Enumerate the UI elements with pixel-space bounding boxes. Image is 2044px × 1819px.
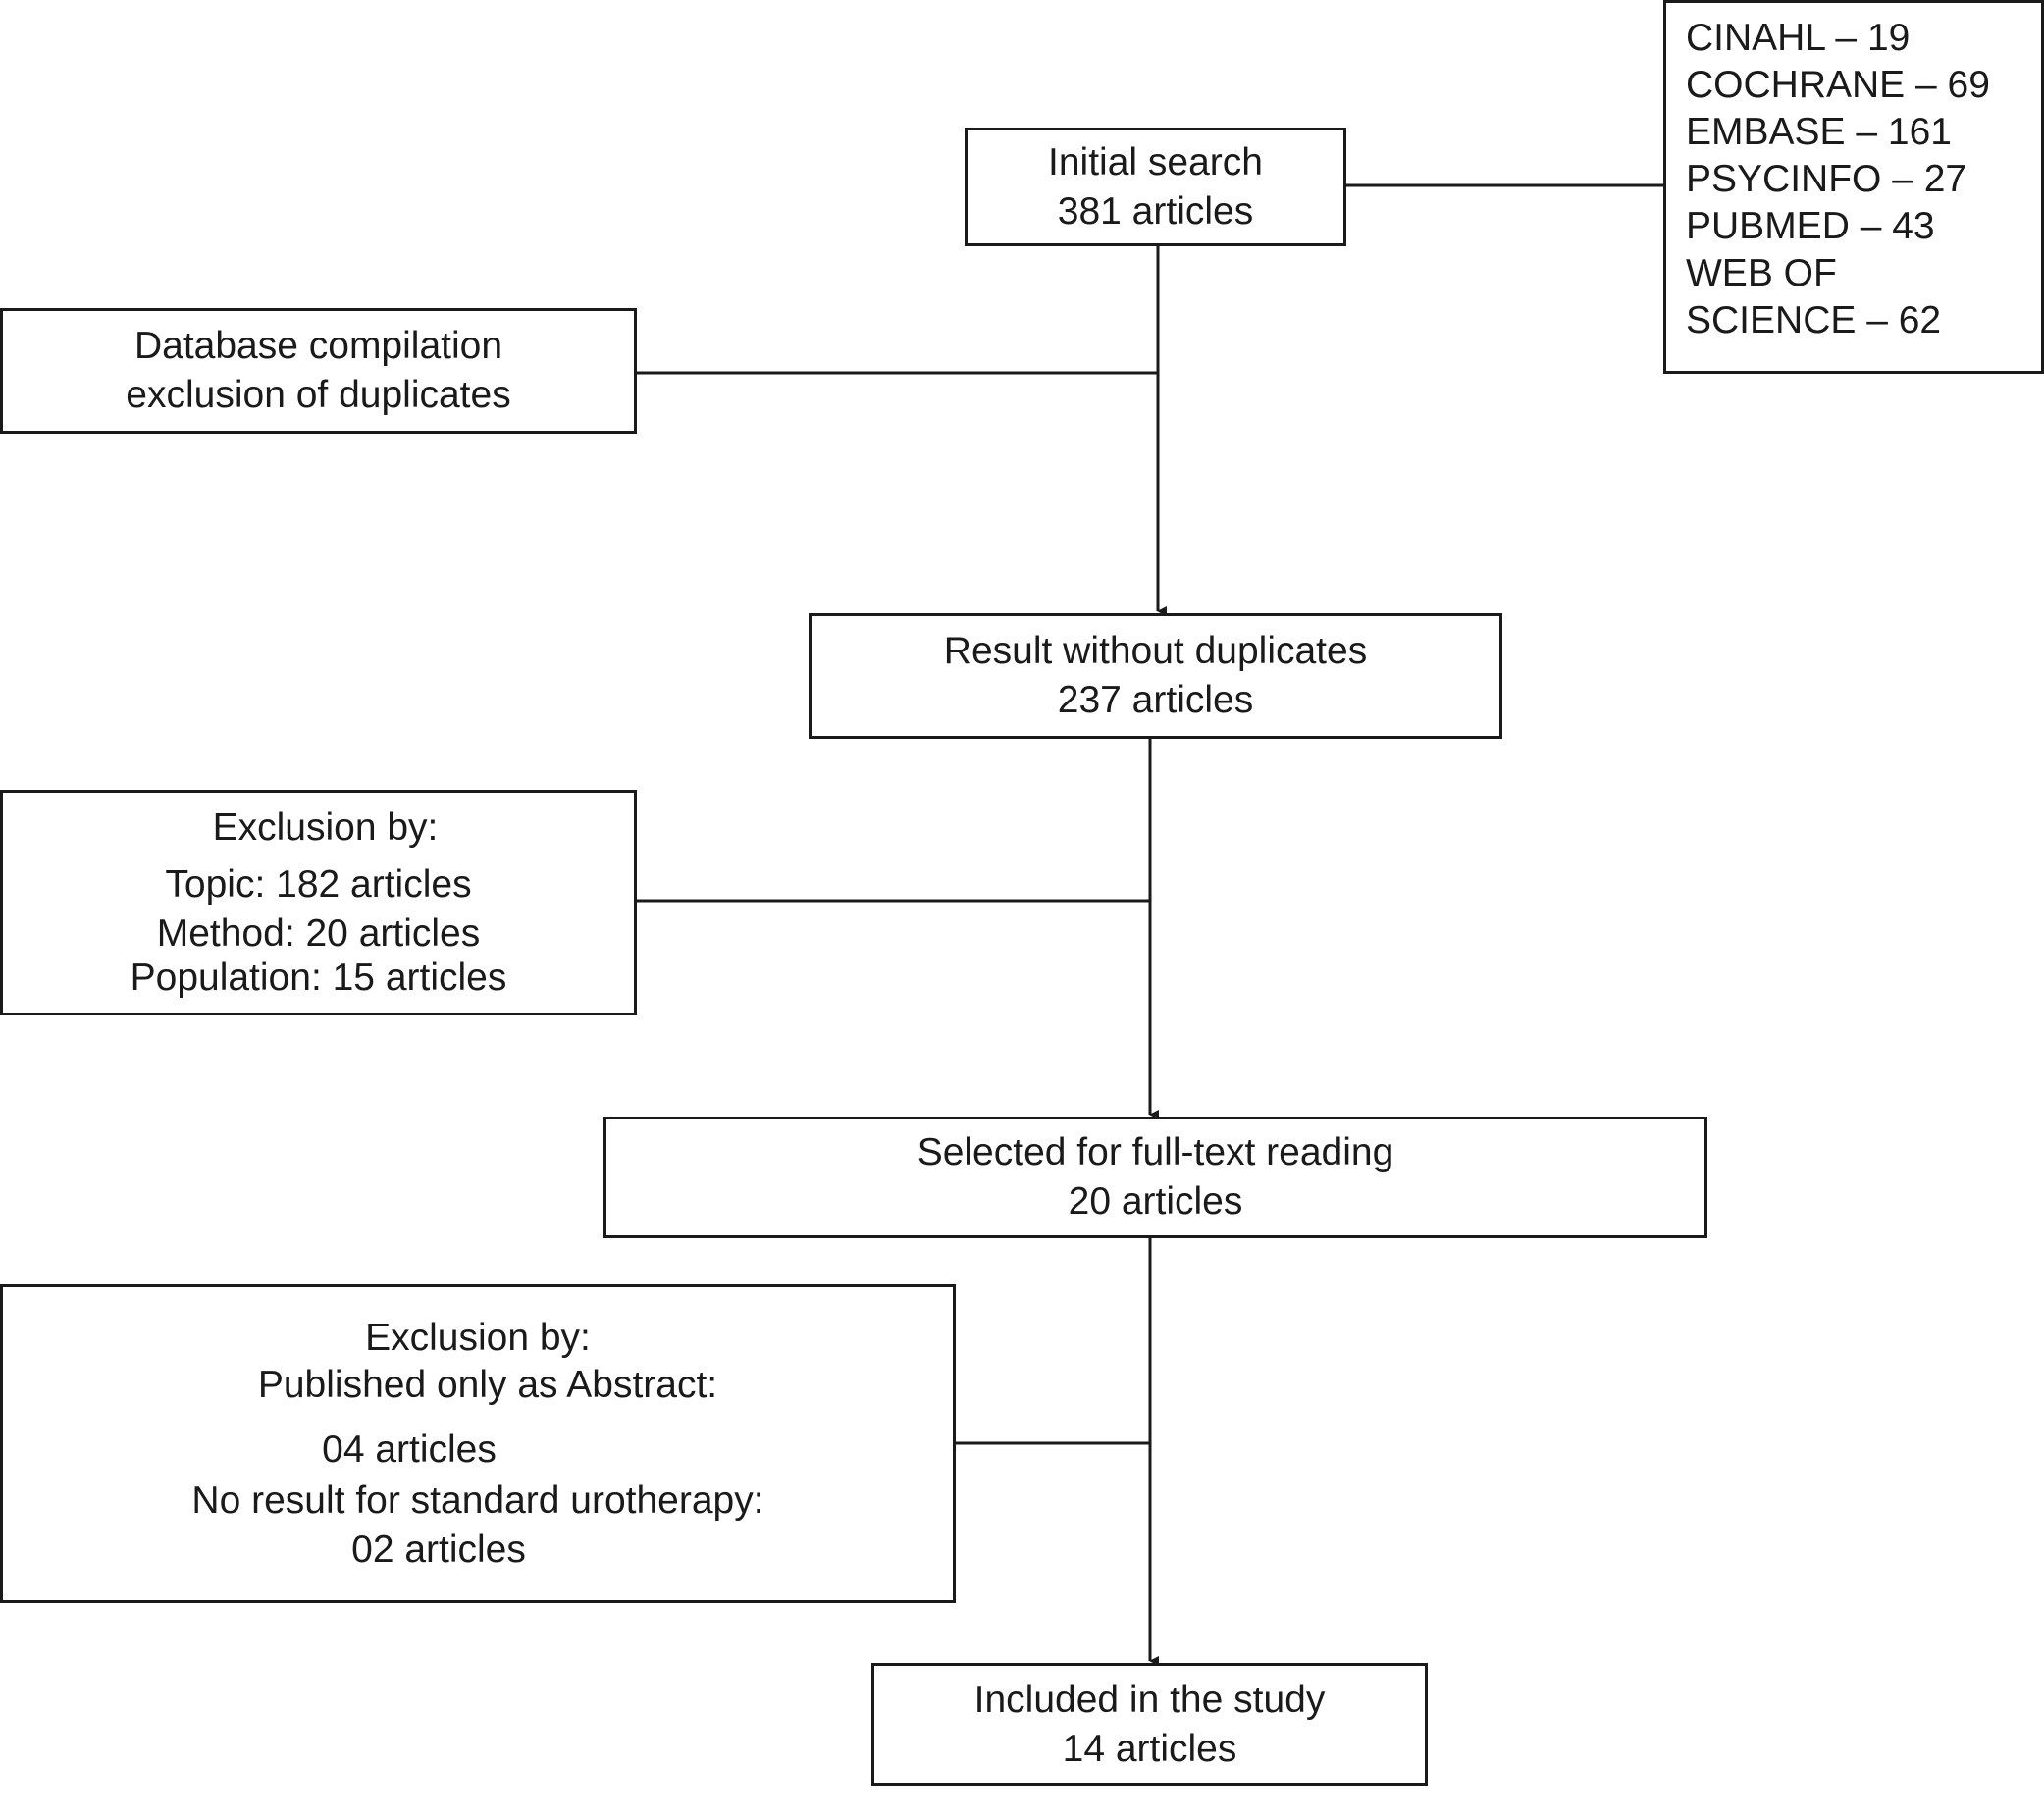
exclusion-population: Population: 15 articles [130, 956, 507, 999]
exclusion-no-result: No result for standard urotherapy: [191, 1479, 764, 1522]
selected-title: Selected for full-text reading [917, 1131, 1394, 1173]
exclusion-fulltext-title: Exclusion by: [365, 1316, 591, 1359]
result-count: 237 articles [1057, 679, 1254, 721]
included-count: 14 articles [1062, 1727, 1237, 1770]
dedup-line-2: exclusion of duplicates [126, 374, 511, 416]
exclusion-screening-title: Exclusion by: [212, 806, 439, 849]
dedup-line-1: Database compilation [133, 325, 503, 367]
selected-count: 20 articles [1068, 1180, 1243, 1222]
exclusion-abstract-only: Published only as Abstract: [257, 1363, 718, 1406]
included-box: Included in the study 14 articles [871, 1663, 1428, 1786]
exclusion-fulltext-box: Exclusion by: Published only as Abstract… [0, 1284, 956, 1603]
result-box: Result without duplicates 237 articles [809, 613, 1502, 739]
exclusion-topic: Topic: 182 articles [165, 862, 472, 906]
database-item-psycinfo: PSYCINFO – 27 [1686, 158, 1967, 200]
result-title: Result without duplicates [943, 630, 1368, 672]
database-item-embase: EMBASE – 161 [1686, 111, 1952, 153]
initial-search-title: Initial search [1048, 140, 1263, 183]
exclusion-no-result-count: 02 articles [351, 1528, 526, 1571]
database-item-cochrane: COCHRANE – 69 [1686, 64, 1990, 106]
exclusion-abstract-only-count: 04 articles [322, 1428, 497, 1471]
database-item-pubmed: PUBMED – 43 [1686, 205, 1935, 247]
database-item-web-of: WEB OF [1686, 252, 1837, 294]
selected-box: Selected for full-text reading 20 articl… [603, 1117, 1707, 1238]
dedup-box: Database compilation exclusion of duplic… [0, 308, 637, 434]
initial-search-box: Initial search 381 articles [965, 128, 1346, 246]
databases-box: CINAHL – 19 COCHRANE – 69 EMBASE – 161 P… [1663, 0, 2044, 374]
initial-search-count: 381 articles [1057, 189, 1254, 233]
included-title: Included in the study [973, 1678, 1326, 1721]
exclusion-method: Method: 20 articles [156, 911, 481, 955]
database-item-science: SCIENCE – 62 [1686, 299, 1942, 341]
exclusion-screening-box: Exclusion by: Topic: 182 articles Method… [0, 790, 637, 1015]
database-item-cinahl: CINAHL – 19 [1686, 17, 1911, 59]
